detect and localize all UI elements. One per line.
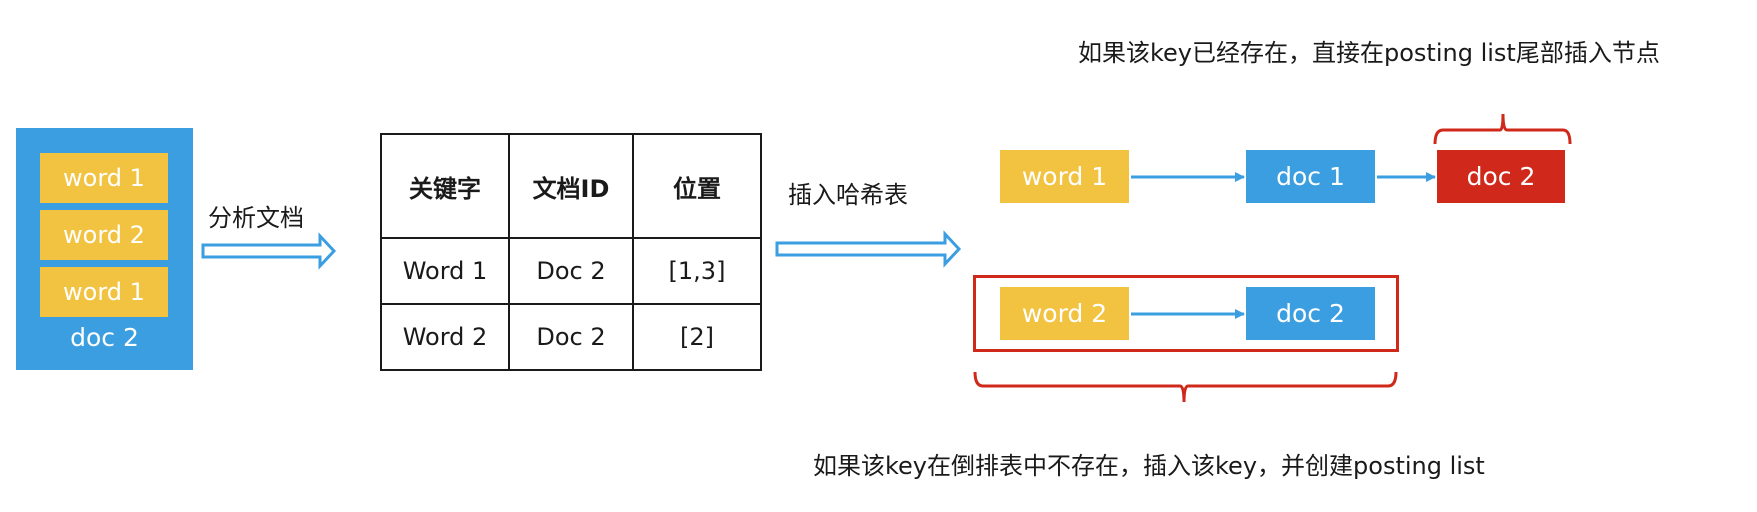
document-label: doc 2 — [70, 323, 139, 352]
brace-top — [1433, 113, 1572, 145]
new-key-highlight-frame — [973, 275, 1399, 352]
table-cell: [2] — [632, 303, 762, 371]
step-analyze-label: 分析文档 — [208, 204, 304, 232]
table-row: Word 1 Doc 2 [1,3] — [380, 237, 762, 305]
document-word-1: word 1 — [40, 153, 168, 203]
table-cell: [1,3] — [632, 237, 762, 305]
posting-node-doc1: doc 1 — [1246, 150, 1375, 203]
table-cell: Word 2 — [380, 303, 510, 371]
table-header-position: 位置 — [632, 133, 762, 239]
table-header-row: 关键字 文档ID 位置 — [380, 133, 762, 239]
annotation-new-key: 如果该key在倒排表中不存在，插入该key，并创建posting list — [813, 452, 1485, 480]
document-doc2: word 1 word 2 word 1 doc 2 — [16, 128, 193, 370]
table-header-doc-id: 文档ID — [508, 133, 634, 239]
index-table: 关键字 文档ID 位置 Word 1 Doc 2 [1,3] Word 2 Do… — [380, 133, 762, 371]
table-cell: Doc 2 — [508, 303, 634, 371]
document-word-2: word 2 — [40, 210, 168, 260]
posting-node-doc2-new: doc 2 — [1437, 150, 1565, 203]
annotation-existing-key: 如果该key已经存在，直接在posting list尾部插入节点 — [1078, 39, 1660, 67]
hash-key-word2: word 2 — [1000, 287, 1129, 340]
table-cell: Doc 2 — [508, 237, 634, 305]
step-insert-label: 插入哈希表 — [788, 181, 908, 209]
hollow-arrow-analyze — [201, 232, 337, 270]
table-cell: Word 1 — [380, 237, 510, 305]
hollow-arrow-insert — [775, 230, 962, 268]
hash-key-word1: word 1 — [1000, 150, 1129, 203]
table-row: Word 2 Doc 2 [2] — [380, 303, 762, 371]
table-header-keyword: 关键字 — [380, 133, 510, 239]
brace-bottom — [973, 371, 1398, 403]
posting-node-doc2: doc 2 — [1246, 287, 1375, 340]
document-word-3: word 1 — [40, 267, 168, 317]
